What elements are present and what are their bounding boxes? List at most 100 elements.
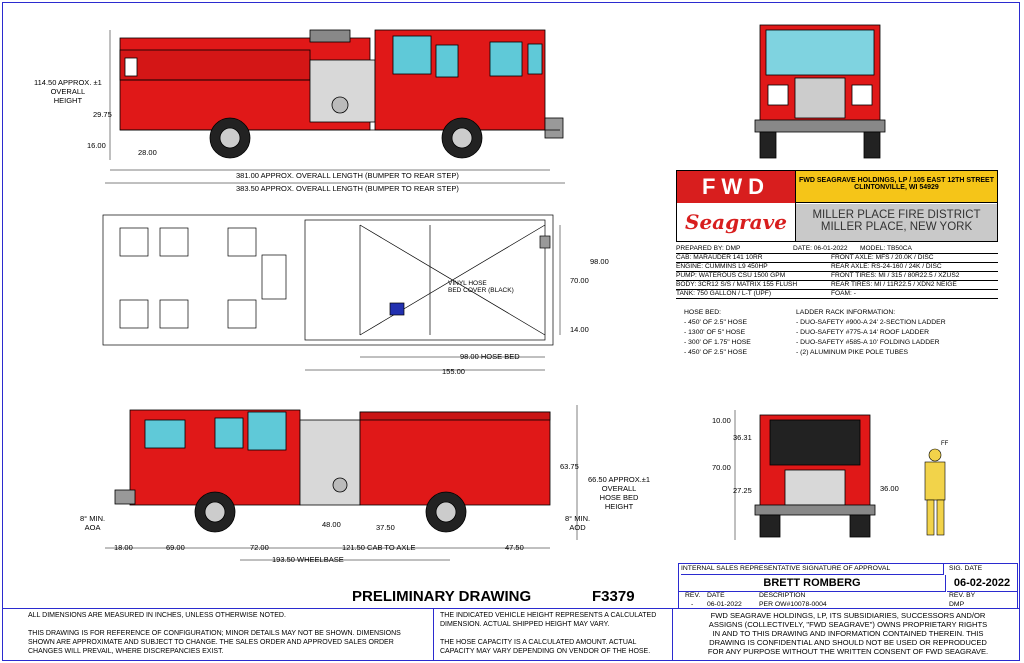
dim-rear-70: 70.00	[712, 463, 731, 472]
hose-bed-item: - 450' OF 2.5" HOSE	[684, 349, 748, 356]
dim-70-00: 70.00	[570, 276, 589, 285]
dim-overall-height: 114.50 APPROX. ±1 OVERALL HEIGHT	[34, 78, 102, 105]
seagrave-logo: Seagrave	[685, 210, 787, 234]
side-view-top	[119, 29, 564, 159]
firefighter-figure	[924, 448, 946, 536]
dim-rear-27-25: 27.25	[733, 486, 752, 495]
plan-view	[102, 214, 554, 346]
dim-98-00: 98.00	[590, 257, 609, 266]
side-view-bottom	[114, 409, 551, 533]
spec-rear-tires: REAR TIRES: MI / 11R22.5 / XDN2 NEIGE	[831, 281, 957, 288]
spec-cab: CAB: MARAUDER 141 10RR	[676, 254, 763, 261]
ladder-item: - DUO-SAFETY #585-A 10' FOLDING LADDER	[796, 339, 940, 346]
hose-bed-list: HOSE BED: - 450' OF 2.5" HOSE - 1300' OF…	[684, 308, 751, 358]
spec-tank: TANK: 750 GALLON / L-T (UPF)	[676, 290, 772, 297]
spec-row: CAB: MARAUDER 141 10RR FRONT AXLE: MFS / …	[676, 253, 998, 263]
dim-hose-bed-height: 66.50 APPROX.±1 OVERALL HOSE BED HEIGHT	[588, 475, 651, 511]
spec-rear-axle: REAR AXLE: RS-24-160 / 24K / DISC	[831, 263, 942, 270]
dim-len-383: 383.50 APPROX. OVERALL LENGTH (BUMPER TO…	[236, 184, 459, 193]
spec-front-axle: FRONT AXLE: MFS / 20.0K / DISC	[831, 254, 934, 261]
revby-label: REV. BY	[949, 592, 976, 599]
logo-panel: FWD Seagrave	[677, 171, 796, 241]
company-header: FWD SEAGRAVE HOLDINGS, LP / 105 EAST 12T…	[796, 171, 997, 203]
dim-14-00: 14.00	[570, 325, 589, 334]
vinyl-cover-label: VINYL HOSE BED COVER (BLACK)	[448, 280, 514, 294]
date-label: DATE	[707, 592, 725, 599]
ladder-item: - DUO-SAFETY #900-A 24' 2-SECTION LADDER	[796, 319, 946, 326]
spec-engine: ENGINE: CUMMINS L9 450HP	[676, 263, 768, 270]
dim-47-50: 47.50	[505, 543, 524, 552]
dim-hose-bed: 98.00 HOSE BED	[460, 352, 520, 361]
dim-155: 155.00	[442, 367, 465, 376]
desc-value: PER OW#10078-0004	[759, 601, 827, 608]
hose-bed-title: HOSE BED:	[684, 309, 722, 316]
hose-bed-item: - 450' OF 2.5" HOSE	[684, 319, 748, 326]
notes-left: ALL DIMENSIONS ARE MEASURED IN INCHES, U…	[28, 612, 401, 655]
fwd-logo: FWD	[677, 171, 795, 203]
dim-cab-to-axle: 121.50 CAB TO AXLE	[342, 543, 416, 552]
dim-rear-36: 36.00	[880, 484, 899, 493]
customer-line2: MILLER PLACE, NEW YORK	[820, 221, 973, 233]
sig-date-label: SIG. DATE	[949, 565, 983, 572]
spec-body: BODY: 3CR12 S/S / MATRIX 155 FLUSH	[676, 281, 798, 288]
spec-date: DATE: 06-01-2022	[793, 245, 848, 252]
notes-divider-v1	[433, 608, 434, 661]
spec-model: MODEL: TB50CA	[860, 245, 912, 252]
dim-72-00: 72.00	[250, 543, 269, 552]
dim-rear-36-31: 36.31	[733, 433, 752, 442]
company-name: FWD SEAGRAVE HOLDINGS, LP / 105 EAST 12T…	[799, 177, 994, 184]
dim-37-50: 37.50	[376, 523, 395, 532]
dim-aod: 8° MIN. AOD	[565, 514, 591, 532]
dim-16-00: 16.00	[87, 141, 106, 150]
spec-row: ENGINE: CUMMINS L9 450HP REAR AXLE: RS-24…	[676, 262, 998, 272]
approval-header: INTERNAL SALES REPRESENTATIVE SIGNATURE …	[681, 564, 944, 575]
dim-63-75: 63.75	[560, 462, 579, 471]
spec-row: BODY: 3CR12 S/S / MATRIX 155 FLUSH REAR T…	[676, 280, 998, 290]
spec-front-tires: FRONT TIRES: MI / 315 / 80R22.5 / XZUS2	[831, 272, 960, 279]
drawing-number: F3379	[592, 588, 635, 605]
approval-block: INTERNAL SALES REPRESENTATIVE SIGNATURE …	[678, 563, 1018, 609]
notes-divider-v2	[672, 608, 673, 661]
ladder-item: - DUO-SAFETY #775-A 14' ROOF LADDER	[796, 329, 929, 336]
customer-panel: MILLER PLACE FIRE DISTRICT MILLER PLACE,…	[796, 204, 997, 241]
dim-wheelbase: 193.50 WHEELBASE	[272, 555, 344, 564]
hose-bed-item: - 300' OF 1.75" HOSE	[684, 339, 751, 346]
ladder-item: - (2) ALUMINUM PIKE POLE TUBES	[796, 349, 909, 356]
date-value: 06-01-2022	[707, 601, 742, 608]
dim-18-00: 18.00	[114, 543, 133, 552]
spec-row: PUMP: WATEROUS CSU 1500 GPM FRONT TIRES: …	[676, 271, 998, 281]
revby-value: DMP	[949, 601, 965, 608]
customer-line1: MILLER PLACE FIRE DISTRICT	[812, 209, 981, 221]
spec-row: TANK: 750 GALLON / L-T (UPF) FOAM: -	[676, 289, 998, 299]
desc-label: DESCRIPTION	[759, 592, 806, 599]
company-city: CLINTONVILLE, WI 54929	[854, 184, 939, 191]
figure-label: FF	[941, 441, 949, 447]
rear-view	[754, 414, 876, 538]
ladder-title: LADDER RACK INFORMATION:	[796, 309, 896, 316]
sig-date: 06-02-2022	[947, 575, 1017, 592]
title-block: FWD Seagrave FWD SEAGRAVE HOLDINGS, LP /…	[676, 170, 998, 242]
hose-bed-item: - 1300' OF 5" HOSE	[684, 329, 746, 336]
notes-divider	[2, 608, 1020, 609]
dim-48-00: 48.00	[322, 520, 341, 529]
dim-69-00: 69.00	[166, 543, 185, 552]
rev-value: -	[691, 601, 694, 608]
notes-middle: THE INDICATED VEHICLE HEIGHT REPRESENTS …	[440, 612, 657, 655]
dim-aoa: 8° MIN. AOA	[80, 514, 106, 532]
notes-right: FWD SEAGRAVE HOLDINGS, LP, ITS SUBSIDIAR…	[707, 611, 989, 656]
front-view	[754, 24, 886, 159]
dim-len-381: 381.00 APPROX. OVERALL LENGTH (BUMPER TO…	[236, 171, 459, 180]
spec-row: PREPARED BY: DMP DATE: 06-01-2022 MODEL: T…	[676, 244, 998, 254]
preliminary-drawing-label: PRELIMINARY DRAWING	[352, 588, 532, 605]
dim-rear-10: 10.00	[712, 416, 731, 425]
dimension-lines	[105, 30, 736, 561]
spec-pump: PUMP: WATEROUS CSU 1500 GPM	[676, 272, 786, 279]
ladder-list: LADDER RACK INFORMATION: - DUO-SAFETY #9…	[796, 308, 946, 358]
spec-foam: FOAM: -	[831, 290, 856, 297]
dim-29-75: 29.75	[93, 110, 112, 119]
spec-prepared: PREPARED BY: DMP	[676, 245, 741, 252]
rev-label: REV.	[685, 592, 701, 599]
approver-name: BRETT ROMBERG	[679, 575, 946, 592]
